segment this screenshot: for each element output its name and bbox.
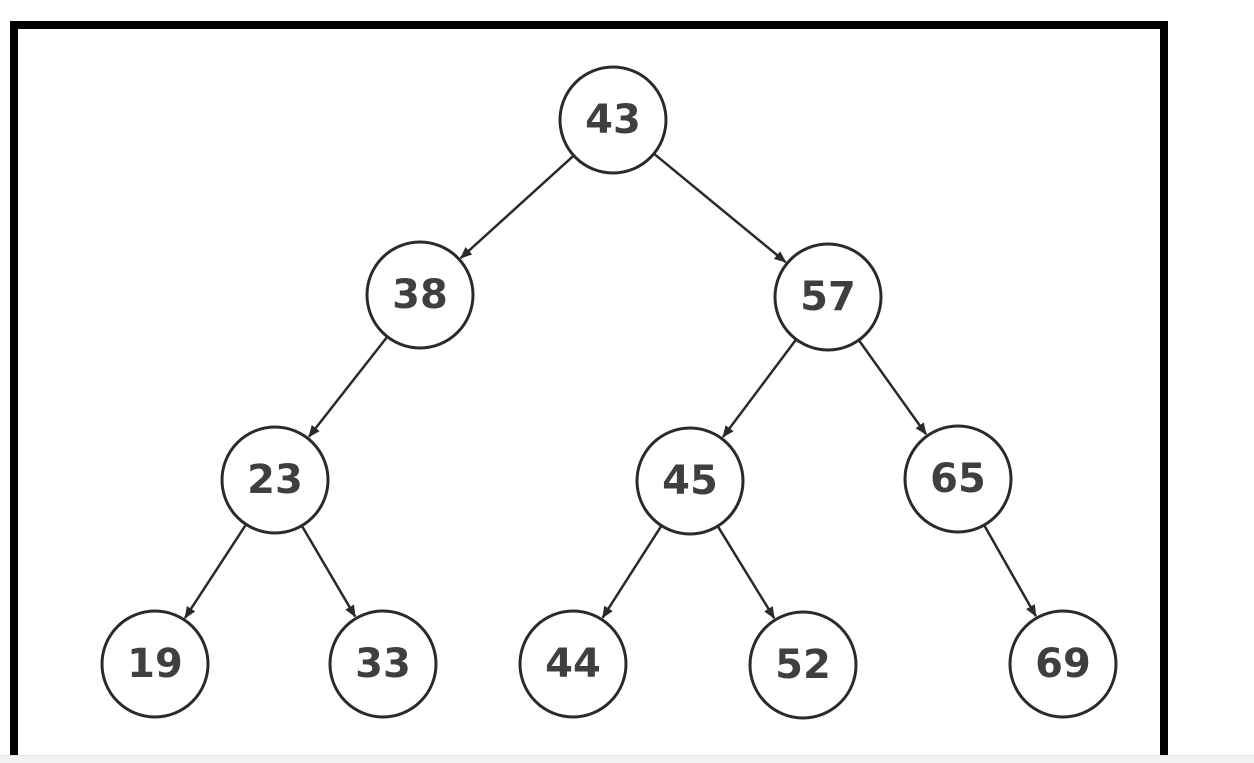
- node-circle: [748, 610, 858, 720]
- node-label: 43: [585, 97, 641, 143]
- tree-node-38: 38: [365, 240, 475, 350]
- edge-45-to-52: [716, 525, 776, 619]
- edge-65-to-69: [983, 524, 1037, 618]
- tree-node-23: 23: [220, 425, 330, 535]
- tree-node-19: 19: [100, 609, 210, 719]
- bottom-strip: [0, 755, 1254, 763]
- edges-layer: [183, 152, 1037, 619]
- tree-node-43: 43: [558, 65, 668, 175]
- edge-23-to-19: [183, 523, 248, 619]
- tree-node-69: 69: [1008, 609, 1118, 719]
- edge-57-to-45: [722, 338, 798, 438]
- tree-node-33: 33: [328, 609, 438, 719]
- node-circle: [903, 424, 1013, 534]
- node-label: 33: [355, 641, 411, 687]
- node-label: 19: [127, 641, 183, 687]
- edge-57-to-65: [857, 339, 928, 436]
- edge-45-to-44: [601, 524, 663, 619]
- tree-node-44: 44: [518, 609, 628, 719]
- tree-node-52: 52: [748, 610, 858, 720]
- node-circle: [220, 425, 330, 535]
- node-circle: [328, 609, 438, 719]
- node-circle: [1008, 609, 1118, 719]
- edge-43-to-38: [459, 154, 575, 259]
- tree-node-65: 65: [903, 424, 1013, 534]
- nodes-layer: 43 38 57 23 45 65 19 33 44 52 69: [100, 65, 1118, 720]
- node-label: 69: [1035, 641, 1091, 687]
- node-circle: [773, 242, 883, 352]
- node-label: 65: [930, 456, 986, 502]
- edge-38-to-23: [307, 335, 389, 438]
- edge-43-to-57: [653, 152, 787, 264]
- node-circle: [100, 609, 210, 719]
- node-circle: [365, 240, 475, 350]
- node-label: 52: [775, 642, 831, 688]
- node-label: 38: [392, 272, 448, 318]
- tree-node-57: 57: [773, 242, 883, 352]
- node-circle: [635, 426, 745, 536]
- edge-23-to-33: [300, 525, 357, 618]
- node-label: 44: [545, 641, 601, 687]
- node-label: 23: [247, 457, 303, 503]
- node-circle: [558, 65, 668, 175]
- tree-node-45: 45: [635, 426, 745, 536]
- node-label: 57: [800, 274, 856, 320]
- node-label: 45: [662, 458, 718, 504]
- node-circle: [518, 609, 628, 719]
